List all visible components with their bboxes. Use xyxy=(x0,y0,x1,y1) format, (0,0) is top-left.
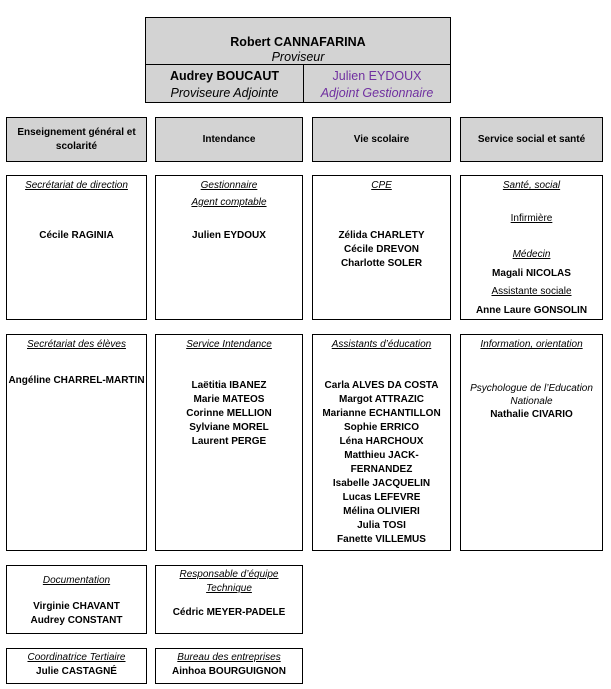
person-name: Carla ALVES DA COSTA xyxy=(324,380,439,391)
person-name: Audrey CONSTANT xyxy=(30,615,123,626)
column-header-vie-scolaire: Vie scolaire xyxy=(312,117,451,162)
person-name: Cédric MEYER-PADELE xyxy=(172,607,286,618)
person-name: Fanette VILLEMUS xyxy=(337,534,426,545)
person-name: Sylviane MOREL xyxy=(189,422,269,433)
coordinatrice-box: Coordinatrice Tertiaire Julie CASTAGNÉ xyxy=(6,648,147,684)
gestionnaire-box: Gestionnaire Agent comptable Julien EYDO… xyxy=(155,175,303,320)
section-title: Assistants d’éducation xyxy=(331,339,432,350)
column-header-label: Service social et santé xyxy=(477,133,586,145)
director-role: Proviseur xyxy=(271,50,325,64)
section-title: Information, orientation xyxy=(480,339,583,350)
psychologue-label: Psychologue de l’Education xyxy=(470,383,593,394)
section-title: Responsable d’équipe xyxy=(179,569,279,580)
section-title: Technique xyxy=(206,583,252,594)
section-title: Secrétariat de direction xyxy=(25,180,128,191)
person-name: Ainhoa BOURGUIGNON xyxy=(172,666,286,677)
section-title: Santé, social xyxy=(502,180,561,191)
person-name: Cécile RAGINIA xyxy=(39,230,114,241)
person-name: Corinne MELLION xyxy=(186,408,272,419)
responsable-technique-box: Responsable d’équipe Technique Cédric ME… xyxy=(155,565,303,634)
people-list: Virginie CHAVANT Audrey CONSTANT xyxy=(7,600,146,628)
person-name: Mélina OLIVIERI xyxy=(343,506,420,517)
person-name: Charlotte SOLER xyxy=(340,258,423,269)
deputy-role: Proviseure Adjointe xyxy=(170,86,279,100)
section-title: Service Intendance xyxy=(186,339,272,350)
person-name: Marianne ECHANTILLON xyxy=(322,408,441,419)
column-header-label: Enseignement général et scolarité xyxy=(17,126,136,152)
people-list: Carla ALVES DA COSTA Margot ATTRAZIC Mar… xyxy=(313,379,450,547)
manager-name: Julien EYDOUX xyxy=(332,69,422,83)
people-list: Laëtitia IBANEZ Marie MATEOS Corinne MEL… xyxy=(156,379,302,449)
manager-role: Adjoint Gestionnaire xyxy=(320,86,434,100)
secretariat-direction-box: Secrétariat de direction Cécile RAGINIA xyxy=(6,175,147,320)
column-header-enseignement: Enseignement général et scolarité xyxy=(6,117,147,162)
deputy-box: Audrey BOUCAUT Proviseure Adjointe xyxy=(145,64,304,103)
person-name: Isabelle JACQUELIN xyxy=(332,478,431,489)
person-name: Cécile DREVON xyxy=(343,244,420,255)
person-name: Laëtitia IBANEZ xyxy=(191,380,267,391)
person-name: Marie MATEOS xyxy=(193,394,265,405)
person-name: Virginie CHAVANT xyxy=(33,601,120,612)
column-header-label: Intendance xyxy=(202,133,256,145)
section-title: Secrétariat des élèves xyxy=(27,339,126,350)
assistants-education-box: Assistants d’éducation Carla ALVES DA CO… xyxy=(312,334,451,551)
service-intendance-box: Service Intendance Laëtitia IBANEZ Marie… xyxy=(155,334,303,551)
person-name: Sophie ERRICO xyxy=(343,422,419,433)
person-name: Magali NICOLAS xyxy=(492,268,571,279)
person-name: Léna HARCHOUX xyxy=(339,436,424,447)
people-list: Zélida CHARLETY Cécile DREVON Charlotte … xyxy=(313,229,450,271)
deputy-name: Audrey BOUCAUT xyxy=(169,69,280,83)
person-name: Julie CASTAGNÉ xyxy=(36,666,117,677)
director-name: Robert CANNAFARINA xyxy=(230,35,366,49)
bureau-entreprises-box: Bureau des entreprises Ainhoa BOURGUIGNO… xyxy=(155,648,303,684)
section-title: Bureau des entreprises xyxy=(177,652,281,663)
column-header-intendance: Intendance xyxy=(155,117,303,162)
infirmiere-label: Infirmière xyxy=(510,213,553,224)
director-box: Robert CANNAFARINA Proviseur xyxy=(145,17,451,65)
column-header-label: Vie scolaire xyxy=(353,133,410,145)
person-name: Zélida CHARLETY xyxy=(338,230,425,241)
person-name: Julien EYDOUX xyxy=(192,230,266,241)
person-name: FERNANDEZ xyxy=(350,464,413,475)
manager-box: Julien EYDOUX Adjoint Gestionnaire xyxy=(303,64,451,103)
documentation-box: Documentation Virginie CHAVANT Audrey CO… xyxy=(6,565,147,634)
secretariat-eleves-box: Secrétariat des élèves Angéline CHARREL-… xyxy=(6,334,147,551)
medecin-label: Médecin xyxy=(512,249,551,260)
person-name: Lucas LEFEVRE xyxy=(342,492,421,503)
section-subtitle: Agent comptable xyxy=(191,197,267,208)
section-title: Coordinatrice Tertiaire xyxy=(27,652,126,663)
person-name: Laurent PERGE xyxy=(191,436,267,447)
person-name: Angéline CHARREL-MARTIN xyxy=(8,375,145,386)
person-name: Margot ATTRAZIC xyxy=(339,394,424,405)
person-name: Matthieu JACK- xyxy=(344,450,419,461)
column-header-service-social: Service social et santé xyxy=(460,117,603,162)
information-orientation-box: Information, orientation Psychologue de … xyxy=(460,334,603,551)
section-title: Documentation xyxy=(42,575,111,586)
cpe-box: CPE Zélida CHARLETY Cécile DREVON Charlo… xyxy=(312,175,451,320)
psychologue-label: Nationale xyxy=(510,396,553,407)
sante-box: Santé, social Infirmière Médecin Magali … xyxy=(460,175,603,320)
section-title: Gestionnaire xyxy=(200,180,258,191)
section-title: CPE xyxy=(371,180,392,191)
person-name: Julia TOSI xyxy=(357,520,406,531)
person-name: Anne Laure GONSOLIN xyxy=(475,305,588,316)
person-name: Nathalie CIVARIO xyxy=(490,409,573,420)
assistante-label: Assistante sociale xyxy=(491,286,572,297)
